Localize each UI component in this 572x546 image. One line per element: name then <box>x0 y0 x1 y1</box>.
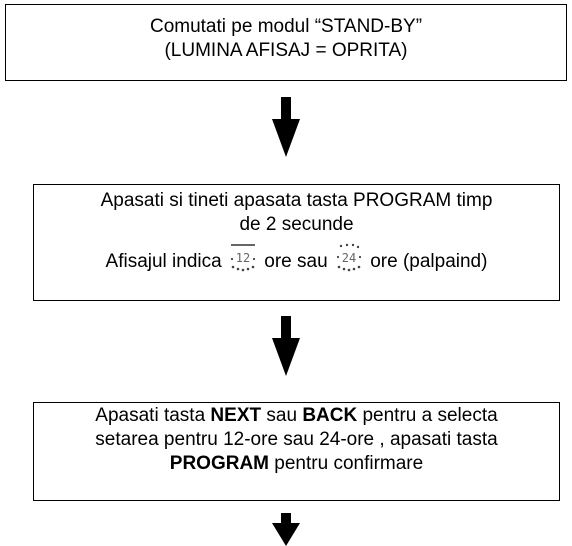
svg-text:12: 12 <box>236 251 250 265</box>
down-arrow-icon <box>272 97 300 157</box>
step-2-line-2: de 2 secunde <box>239 214 354 235</box>
display-12-blinking-icon: 12 <box>230 244 256 272</box>
step-1-line-1: Comutati pe modul “STAND-BY” <box>149 16 423 37</box>
svg-text:24: 24 <box>342 251 356 265</box>
display-indicates-label: Afisajul indica <box>105 251 222 272</box>
hours-blinking-label: ore (palpaind) <box>370 251 488 272</box>
next-key-label: NEXT <box>210 405 262 426</box>
step-1-line-2: (LUMINA AFISAJ = OPRITA) <box>164 40 408 61</box>
down-arrow-icon <box>272 316 300 376</box>
step-2-box: Apasati si tineti apasata tasta PROGRAM … <box>33 184 560 301</box>
step-3-box: Apasati tasta NEXT sau BACK pentru a sel… <box>33 402 560 501</box>
step-3-line-1: Apasati tasta NEXT sau BACK pentru a sel… <box>34 404 559 428</box>
step-3-line-3: PROGRAM pentru confirmare <box>34 452 559 476</box>
step-2-line-3: Afisajul indica 12 ore sau 24 ore (palpa… <box>34 243 559 274</box>
program-key-label: PROGRAM <box>169 453 270 474</box>
step-1-box: Comutati pe modul “STAND-BY” (LUMINA AFI… <box>5 4 567 81</box>
step-3-line-2: setarea pentru 12-ore sau 24-ore , apasa… <box>95 429 498 450</box>
step-2-line-1: Apasati si tineti apasata tasta PROGRAM … <box>100 190 493 211</box>
for-confirmation-text: pentru confirmare <box>274 453 424 474</box>
down-arrow-icon <box>272 513 300 546</box>
or-text: sau <box>266 405 298 426</box>
to-select-text: pentru a selecta <box>362 405 498 426</box>
display-24-blinking-icon: 24 <box>336 243 362 272</box>
hours-or-label: ore sau <box>264 251 328 272</box>
press-key-text: Apasati tasta <box>95 405 206 426</box>
back-key-label: BACK <box>302 405 358 426</box>
